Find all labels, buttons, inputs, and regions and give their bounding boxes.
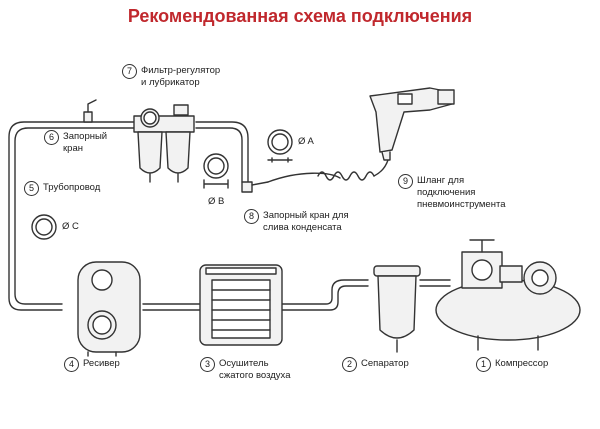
diameter-b-label: Ø B [208, 196, 225, 207]
label-text: Компрессор [495, 358, 549, 369]
receiver [77, 261, 141, 357]
diameter-a-label: Ø A [298, 136, 314, 147]
label-text: Фильтр-регулятор и лубрикатор [141, 65, 221, 88]
number-badge: 3 [200, 357, 215, 372]
label-text: Сепаратор [361, 358, 409, 369]
label-text: Шланг для подключения пневмоинструмента [417, 175, 506, 210]
diagram-title: Рекомендованная схема подключения [127, 6, 473, 26]
diameter-c-label: Ø C [62, 221, 79, 232]
filter-regulator [133, 104, 195, 183]
label-receiver: 4 Ресивер [64, 357, 120, 372]
label-text: Запорный кран [63, 131, 108, 154]
number-badge: 5 [24, 181, 39, 196]
number-badge: 9 [398, 174, 413, 189]
label-pipeline: 5 Трубопровод [24, 181, 101, 196]
diameter-a-ring [267, 129, 293, 163]
number-badge: 7 [122, 64, 137, 79]
air-dryer [199, 264, 283, 346]
number-badge: 4 [64, 357, 79, 372]
pipeline-line [8, 121, 451, 311]
label-compressor: 1 Компрессор [476, 357, 549, 372]
label-dryer: 3 Осушитель сжатого воздуха [200, 357, 291, 382]
label-text: Осушитель сжатого воздуха [219, 358, 291, 381]
label-hose: 9 Шланг для подключения пневмоинструмент… [398, 174, 506, 211]
coiled-hose [267, 159, 389, 183]
number-badge: 2 [342, 357, 357, 372]
label-shutoff-valve: 6 Запорный кран [44, 130, 108, 155]
separator [373, 265, 421, 353]
number-badge: 1 [476, 357, 491, 372]
pneumatic-tool [369, 87, 455, 161]
label-text: Запорный кран для слива конденсата [263, 210, 349, 233]
label-text: Трубопровод [43, 182, 101, 193]
label-separator: 2 Сепаратор [342, 357, 409, 372]
diameter-b-ring [203, 153, 229, 189]
label-text: Ресивер [83, 358, 120, 369]
number-badge: 6 [44, 130, 59, 145]
label-drain-valve: 8 Запорный кран для слива конденсата [244, 209, 349, 234]
diameter-c-ring [31, 214, 57, 240]
compressor [435, 239, 581, 351]
number-badge: 8 [244, 209, 259, 224]
label-filter-regulator: 7 Фильтр-регулятор и лубрикатор [122, 64, 221, 89]
drain-valve [241, 181, 269, 193]
shutoff-valve [83, 99, 97, 123]
